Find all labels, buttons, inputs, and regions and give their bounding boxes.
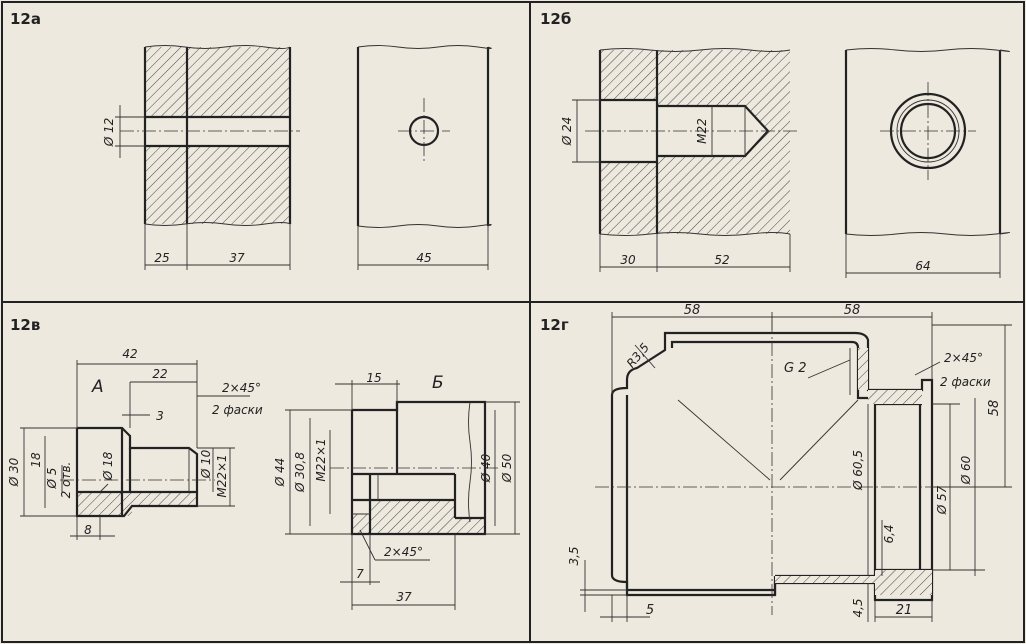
dim-12v-m22x1b: M22×1 <box>314 438 328 481</box>
dim-12g-58b: 58 <box>844 303 861 318</box>
dim-12g-45: 4,5 <box>851 598 865 617</box>
dim-12v-m22x1a: M22×1 <box>215 454 229 497</box>
panel-label-12v: 12в <box>10 316 40 334</box>
dim-12v-d18b: Ø 18 <box>101 451 115 481</box>
panel-label-12g: 12г <box>540 316 569 334</box>
tee-fitting-drawing <box>580 312 1012 622</box>
dim-12v-42: 42 <box>122 347 137 361</box>
panel-label-12b: 12б <box>540 10 571 28</box>
dim-12a-45: 45 <box>416 251 431 265</box>
dim-12v-d308: Ø 30,8 <box>293 452 307 493</box>
dim-12g-64: 6,4 <box>882 524 896 543</box>
dim-12v-d10: Ø 10 <box>199 449 213 479</box>
dim-12v-d5: Ø 5 <box>45 468 59 490</box>
panel-12v: 12в <box>7 316 520 610</box>
dim-12g-ch1: 2×45° <box>944 351 983 365</box>
dim-12b-52: 52 <box>714 253 729 267</box>
dim-12b-d24: Ø 24 <box>560 117 574 147</box>
dim-12v-ch3: 2×45° <box>384 545 423 559</box>
dim-12b-m22: M22 <box>695 118 709 144</box>
dim-12g-5: 5 <box>646 603 654 618</box>
dim-12v-37: 37 <box>396 590 412 604</box>
part-a-drawing <box>20 360 250 540</box>
panel-12b: 12б Ø 24 M22 30 52 <box>540 10 1010 278</box>
dim-12g-d60: Ø 60 <box>959 455 973 485</box>
dim-12a-37: 37 <box>229 251 245 265</box>
dim-12g-35: 3,5 <box>567 546 581 565</box>
part-b-drawing <box>285 380 520 610</box>
label-part-a: А <box>91 377 104 397</box>
dim-12v-15: 15 <box>366 371 381 385</box>
section-view-12b <box>572 48 800 272</box>
dim-12g-r35: R3,5 <box>624 340 652 370</box>
dim-12v-otv: 2 отв. <box>59 462 73 499</box>
dim-12g-d57: Ø 57 <box>935 485 949 515</box>
dim-12v-d44: Ø 44 <box>273 458 287 488</box>
dim-12g-g2: G 2 <box>784 361 806 376</box>
dim-12b-30: 30 <box>620 253 636 267</box>
dim-12v-ch1: 2×45° <box>222 381 261 395</box>
dim-12g-21: 21 <box>896 603 913 618</box>
panel-12a: 12а Ø 12 25 37 <box>10 10 492 270</box>
dim-12b-64: 64 <box>915 259 930 273</box>
panel-12g: 12г <box>540 303 1012 622</box>
dim-12v-d50: Ø 50 <box>500 453 514 483</box>
dim-12a-d12: Ø 12 <box>102 118 116 148</box>
dim-12g-58c: 58 <box>987 400 1002 417</box>
dim-12v-18a: 18 <box>29 452 43 468</box>
dim-12v-8: 8 <box>84 523 92 537</box>
label-part-b: Б <box>432 373 444 393</box>
dim-12v-d40: Ø 40 <box>479 453 493 483</box>
side-view-12a <box>356 45 492 270</box>
dim-12g-d605: Ø 60,5 <box>851 450 865 491</box>
panel-label-12a: 12а <box>10 10 41 28</box>
dim-12v-22: 22 <box>152 367 167 381</box>
dim-12v-ch2: 2 фаски <box>212 403 263 417</box>
dim-12g-ch2: 2 фаски <box>940 375 991 389</box>
dim-12v-d30: Ø 30 <box>7 457 21 487</box>
side-view-12b <box>844 48 1010 278</box>
dim-12a-25: 25 <box>154 251 169 265</box>
dim-12v-7: 7 <box>356 567 364 581</box>
dim-12g-58a: 58 <box>684 303 701 318</box>
dim-12v-3: 3 <box>156 409 164 423</box>
section-view-12a <box>115 45 300 270</box>
